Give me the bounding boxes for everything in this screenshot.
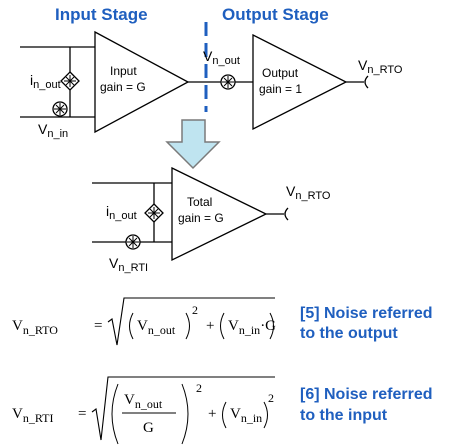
rti-voltage-noise-source-icon	[125, 234, 141, 250]
eq5-paren-close-1	[185, 312, 190, 340]
bottom-current-noise-source-icon	[144, 203, 164, 223]
eq6-term2: Vn_in	[230, 406, 262, 425]
eq5-note-line2: to the output	[300, 325, 398, 342]
input-voltage-noise-source-icon	[52, 101, 68, 117]
eq5-lhs: Vn_RTO	[12, 318, 58, 337]
eq6-exp1: 2	[196, 381, 202, 395]
top-current-noise-label: in_out	[30, 72, 61, 91]
eq5-paren-open-2	[220, 312, 225, 340]
eq5-paren-open-1	[129, 312, 134, 340]
transform-arrow-icon	[165, 119, 221, 170]
eq5-sqrt	[107, 297, 275, 346]
bottom-output-terminal	[284, 207, 289, 221]
eq6-sqrt	[91, 376, 275, 441]
eq5-exp: 2	[192, 303, 198, 317]
top-output-label: Vn_RTO	[358, 57, 403, 76]
top-output-voltage-noise-label: Vn_out	[203, 48, 240, 67]
eq6-numerator: Vn_out	[124, 392, 163, 411]
eq5-paren-close-2	[269, 312, 274, 340]
top-output-terminal	[364, 75, 369, 89]
top-input-voltage-noise-label: Vn_in	[38, 121, 68, 140]
output-amplifier	[252, 33, 348, 131]
eq5-term1: Vn_out	[137, 318, 176, 337]
output-amp-line2: gain = 1	[259, 82, 302, 96]
eq5-note-line1: [5] Noise referred	[300, 305, 433, 322]
total-amplifier	[171, 166, 268, 262]
eq6-paren-open-1	[111, 383, 119, 445]
input-amp-line1: Input	[110, 64, 137, 78]
output-voltage-noise-source-icon	[220, 74, 236, 90]
eq5-term2: Vn_in·G	[228, 318, 276, 337]
equation-5: Vn_RTO = Vn_out 2 + Vn_in·G [5] Noise re…	[12, 297, 433, 346]
total-amp-line2: gain = G	[178, 211, 224, 225]
eq6-equals: =	[78, 406, 86, 422]
bottom-current-noise-label: in_out	[106, 203, 137, 222]
eq6-lhs: Vn_RTI	[12, 406, 53, 425]
eq6-denominator: G	[143, 420, 154, 436]
eq6-plus: +	[208, 406, 216, 422]
eq6-paren-close-2	[263, 401, 268, 429]
output-amp-line1: Output	[262, 66, 299, 80]
eq5-plus: +	[206, 318, 214, 334]
bottom-rti-noise-label: Vn_RTI	[109, 255, 148, 274]
eq6-paren-open-2	[222, 401, 227, 429]
eq6-paren-close-1	[181, 383, 189, 445]
eq6-exp2: 2	[268, 391, 274, 405]
input-stage-title: Input Stage	[55, 5, 148, 24]
eq5-equals: =	[94, 318, 102, 334]
eq6-note-line1: [6] Noise referred	[300, 386, 433, 403]
equation-6: Vn_RTI = Vn_out G 2 + Vn_in 2 [6] Noise …	[12, 376, 433, 445]
current-noise-source-icon	[60, 71, 80, 91]
input-amplifier	[94, 30, 190, 134]
output-stage-title: Output Stage	[222, 5, 329, 24]
bottom-output-label: Vn_RTO	[286, 183, 331, 202]
eq6-note-line2: to the input	[300, 407, 388, 424]
total-amp-line1: Total	[187, 195, 212, 209]
input-amp-line2: gain = G	[100, 80, 146, 94]
